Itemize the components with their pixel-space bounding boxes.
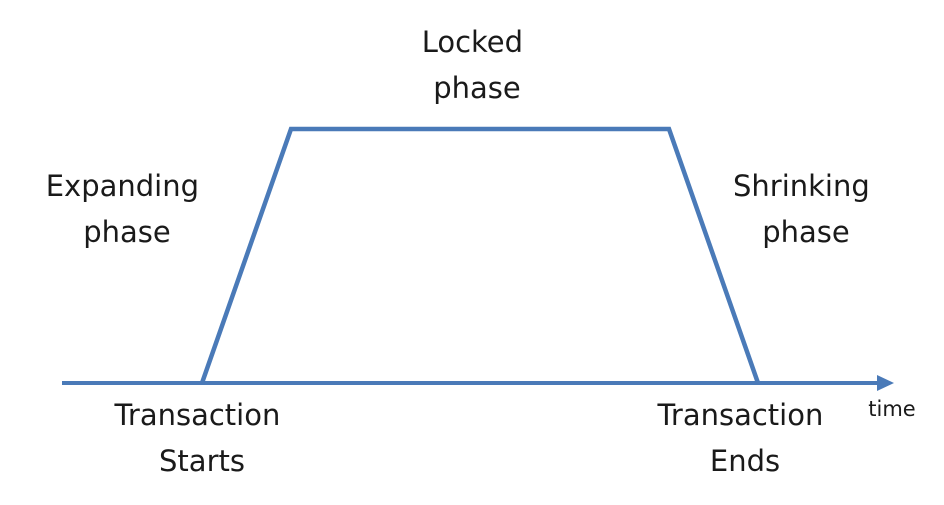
transaction-ends-label: Transaction Ends [656, 398, 832, 478]
shrinking-phase-label-line-2: phase [762, 215, 850, 249]
transaction-ends-label-line-2: Ends [710, 444, 780, 478]
transaction-starts-label: Transaction Starts [113, 398, 289, 478]
locked-phase-label-line-1: Locked [422, 25, 523, 59]
locked-phase-label: Locked phase [422, 25, 533, 105]
time-axis-arrowhead [877, 375, 894, 391]
transaction-starts-label-line-2: Starts [159, 444, 245, 478]
expanding-phase-label-line-2: phase [83, 215, 171, 249]
transaction-ends-label-line-1: Transaction [656, 398, 823, 432]
shrinking-phase-label: Shrinking phase [733, 169, 879, 249]
expanding-phase-label: Expanding phase [46, 169, 209, 249]
lock-count-curve [199, 126, 761, 384]
shrinking-phase-label-line-1: Shrinking [733, 169, 870, 203]
time-axis-label: time [868, 397, 915, 421]
transaction-starts-label-line-1: Transaction [113, 398, 280, 432]
locked-phase-label-line-2: phase [433, 71, 521, 105]
expanding-phase-label-line-1: Expanding [46, 169, 199, 203]
